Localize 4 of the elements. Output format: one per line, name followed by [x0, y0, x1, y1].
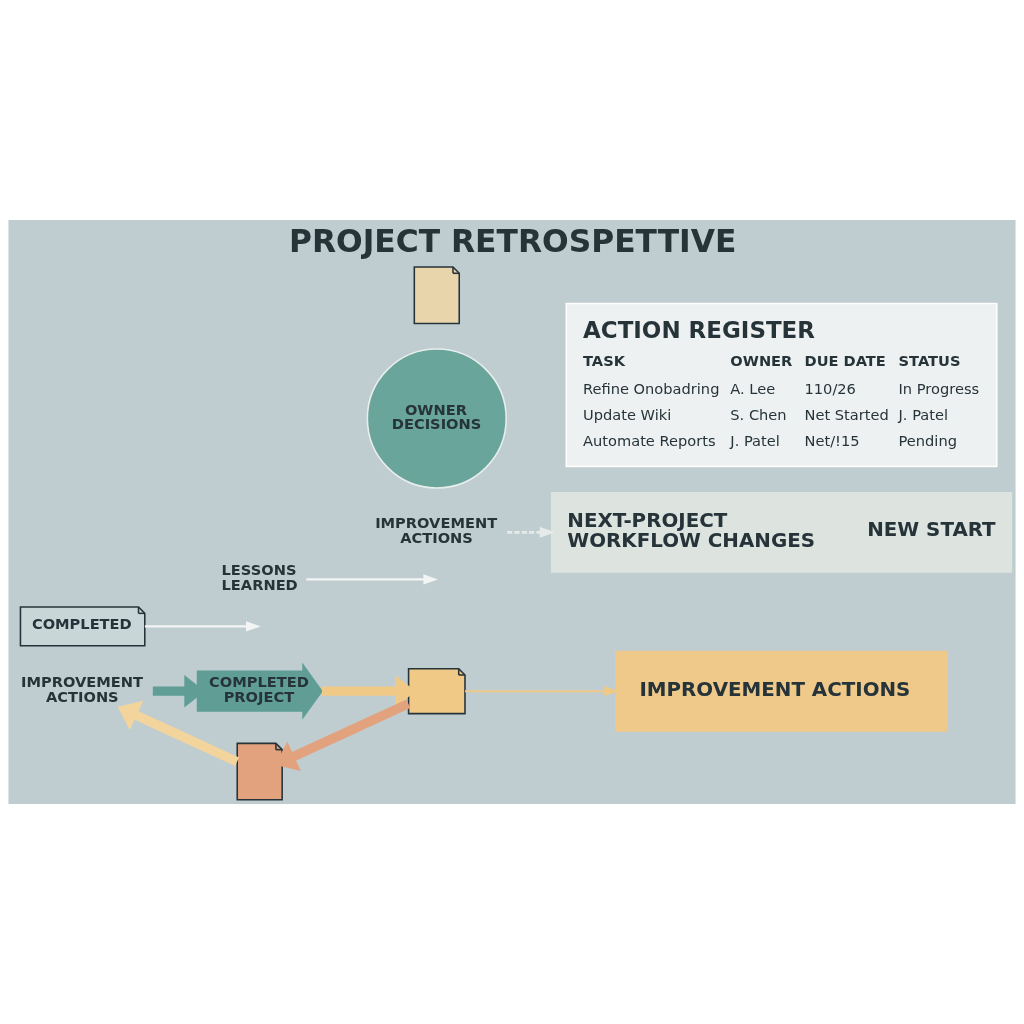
- diagram-title: PROJECT RETROSPETTIVE: [288, 223, 737, 260]
- node-text: IMPROVEMENT ACTIONS: [20, 673, 143, 705]
- node-text: IMPROVEMENT ACTIONS: [375, 514, 498, 547]
- node-text: LESSONS LEARNED: [221, 561, 298, 594]
